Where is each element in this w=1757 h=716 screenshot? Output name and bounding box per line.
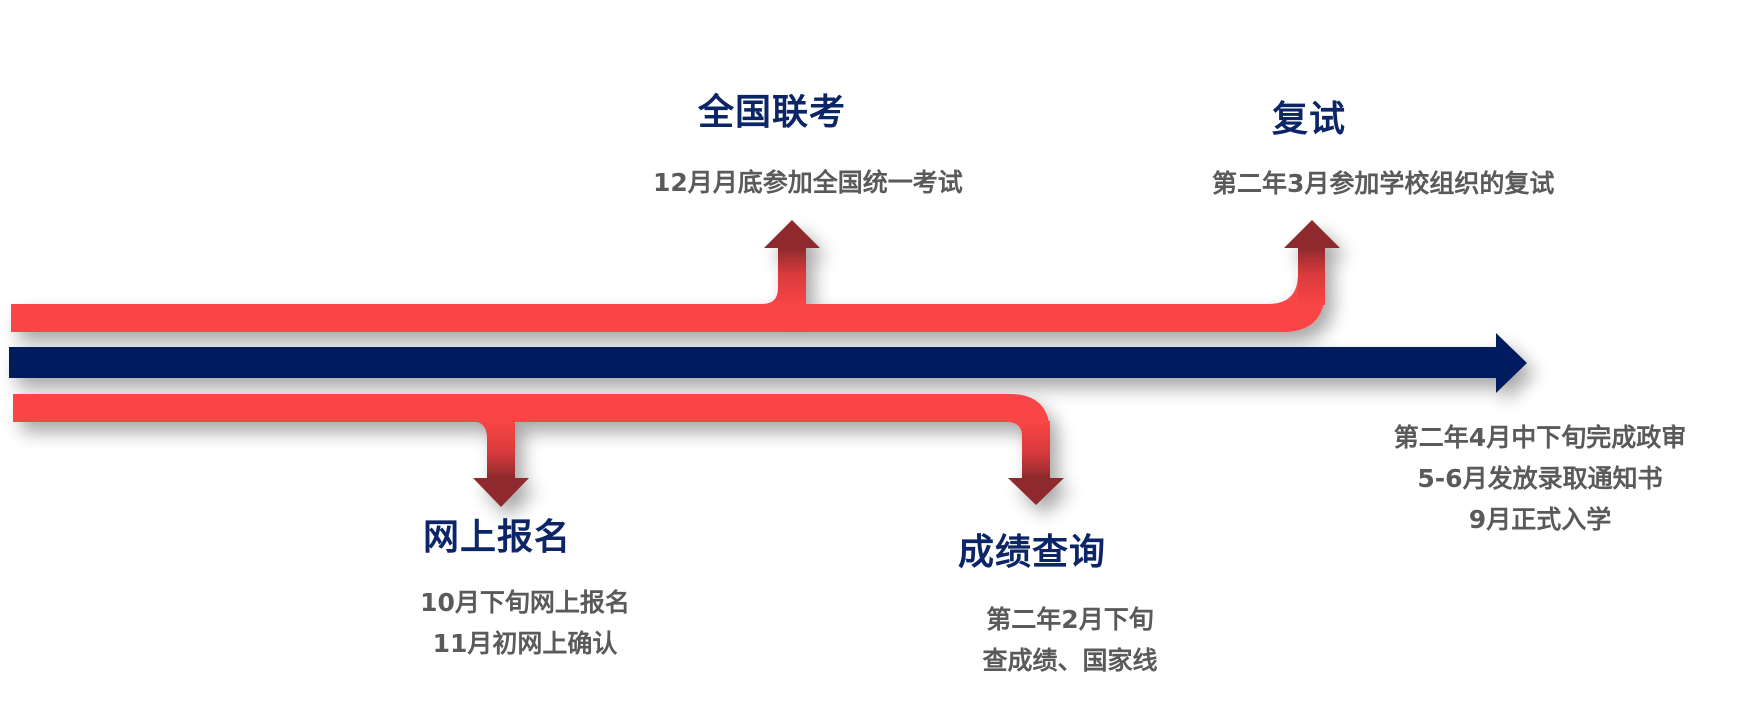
stage-title-registration: 网上报名 [423,517,572,558]
top-branch [11,220,1340,332]
final-desc-line: 9月正式入学 [1468,505,1612,534]
registration-arrow-head [473,478,529,507]
stage-desc-score-query: 第二年2月下旬 查成绩、国家线 [965,599,1175,681]
national-exam-arrow-stem [762,248,806,305]
retest-arrow-stem [1298,248,1325,305]
main-timeline-arrow [9,333,1527,393]
stage-desc-line: 11月初网上确认 [432,629,618,658]
stage-title-score-query: 成绩查询 [958,532,1107,573]
final-desc-line: 第二年4月中下旬完成政审 [1393,423,1687,452]
stage-title-retest: 复试 [1272,99,1347,140]
retest-arrow-head [1284,220,1340,248]
bottom-branch [13,394,1064,507]
final-desc-line: 5-6月发放录取通知书 [1417,464,1663,493]
score-query-arrow-stem [1022,421,1050,478]
main-arrow-head [1496,333,1527,393]
stage-desc-registration: 10月下旬网上报名 11月初网上确认 [405,582,645,664]
stage-desc-national-exam: 12月月底参加全国统一考试 [653,168,963,197]
stage-desc-line: 10月下旬网上报名 [420,588,630,617]
national-exam-arrow-head [764,220,820,248]
score-query-arrow-head [1008,478,1064,505]
bottom-branch-bar [13,394,1050,478]
stage-desc-retest: 第二年3月参加学校组织的复试 [1212,169,1555,198]
top-branch-bar [11,248,1325,332]
registration-arrow-stem [470,421,515,478]
stage-desc-line: 查成绩、国家线 [982,646,1158,675]
final-stage-desc: 第二年4月中下旬完成政审 5-6月发放录取通知书 9月正式入学 [1370,417,1710,540]
main-arrow-shaft [9,347,1499,378]
stage-desc-line: 第二年2月下旬 [986,605,1154,634]
stage-title-national-exam: 全国联考 [698,92,847,133]
